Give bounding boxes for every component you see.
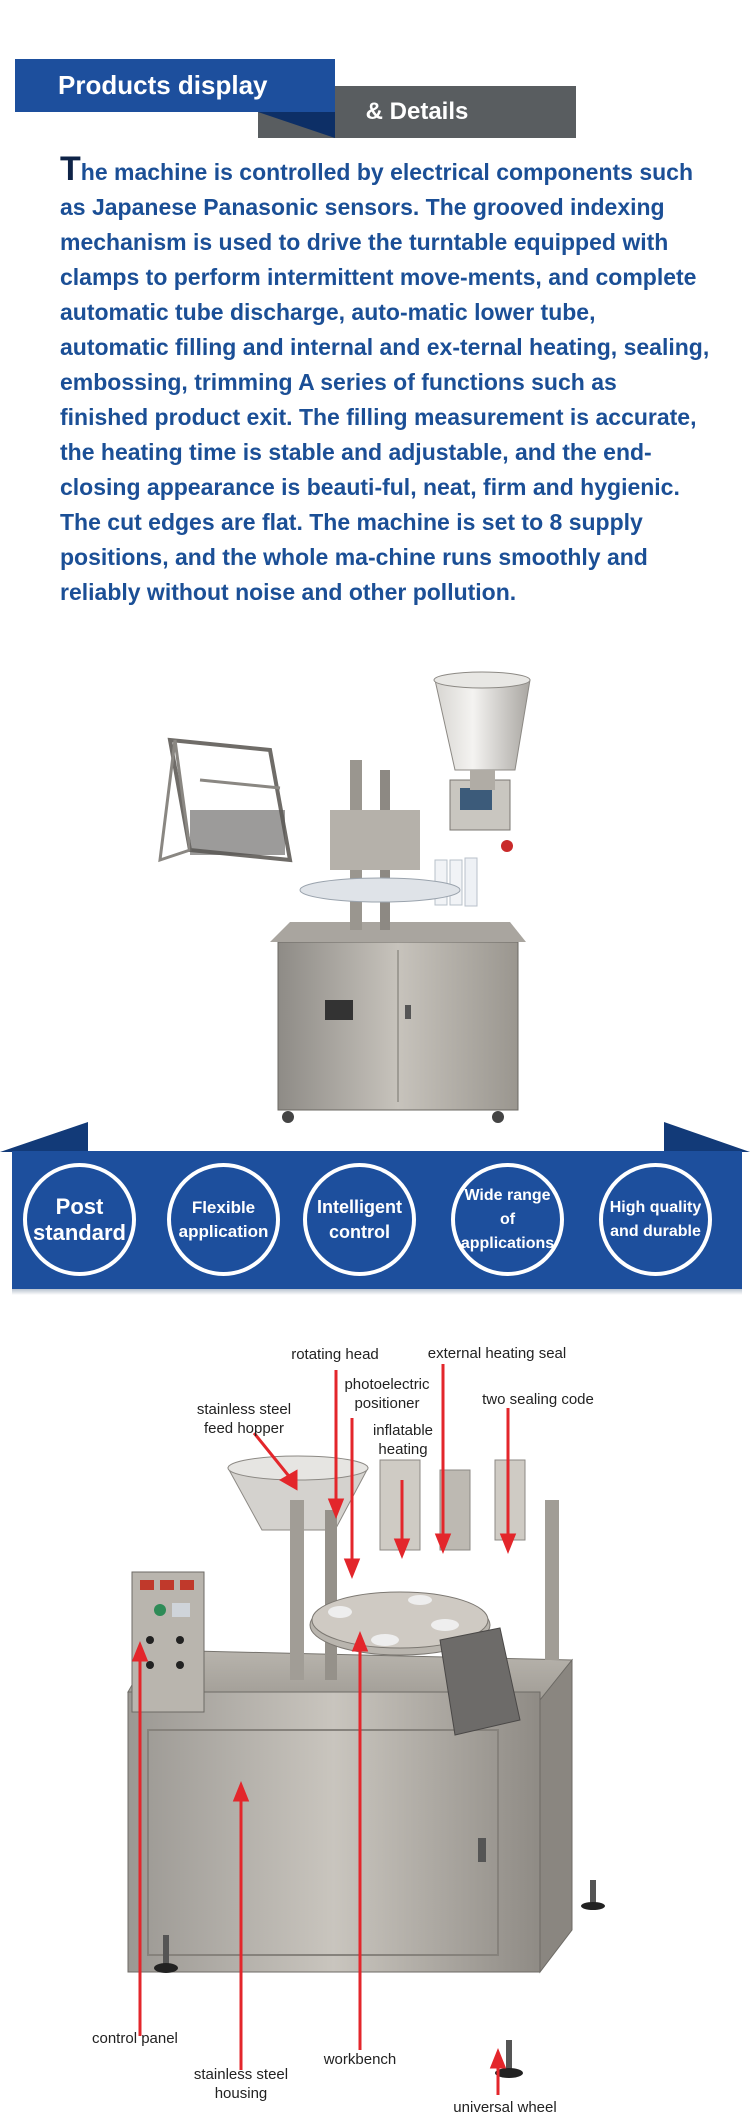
- details-banner-fold: [258, 112, 335, 138]
- label-line: stainless steel: [196, 1401, 292, 1418]
- feature-wide-range: Wide range of applications: [451, 1163, 564, 1276]
- label-line: heating: [378, 1441, 428, 1458]
- feature-label: Flexible: [191, 1197, 256, 1217]
- label-line: stainless steel: [193, 2066, 289, 2083]
- feature-label: standard: [33, 1219, 126, 1245]
- feature-label: and durable: [610, 1222, 701, 1240]
- label-control-panel: control panel: [92, 2030, 178, 2047]
- feature-label: of: [499, 1210, 516, 1228]
- label-line: housing: [214, 2085, 268, 2102]
- product-description: The machine is controlled by electrical …: [60, 152, 710, 610]
- feature-label: control: [329, 1221, 390, 1242]
- feature-label: Post: [55, 1193, 104, 1219]
- label-feed-hopper: stainless steel feed hopper: [183, 1400, 305, 1438]
- label-rotating-head: rotating head: [291, 1346, 379, 1363]
- feature-intelligent-control: Intelligent control: [303, 1163, 416, 1276]
- description-initial: T: [60, 150, 81, 188]
- machine-front-illustration: [158, 671, 531, 1123]
- details-banner-text: & Details: [365, 98, 469, 125]
- products-display-banner: Products display: [15, 59, 335, 112]
- label-external-heating-seal: external heating seal: [427, 1345, 567, 1362]
- label-inflatable-heating: inflatable heating: [358, 1421, 448, 1459]
- feature-high-quality: High quality and durable: [599, 1163, 712, 1276]
- label-line: photoelectric: [344, 1376, 430, 1393]
- feature-label: Wide range: [464, 1186, 551, 1204]
- feature-label: applications: [460, 1234, 555, 1252]
- label-stainless-steel-housing: stainless steel housing: [180, 2065, 302, 2103]
- label-universal-wheel: universal wheel: [453, 2099, 557, 2116]
- feature-label: High quality: [609, 1198, 702, 1216]
- products-display-title: Products display: [58, 70, 268, 100]
- feature-label: application: [178, 1221, 269, 1241]
- label-line: feed hopper: [203, 1420, 285, 1437]
- annotation-arrows: [131, 1364, 517, 2095]
- label-line: inflatable: [372, 1422, 434, 1439]
- feature-label: Intelligent: [317, 1196, 402, 1217]
- description-text: he machine is controlled by electrical c…: [60, 159, 710, 605]
- label-two-sealing-code: two sealing code: [482, 1391, 594, 1408]
- label-line: positioner: [354, 1395, 420, 1412]
- label-photoelectric-positioner: photoelectric positioner: [332, 1375, 442, 1413]
- label-workbench: workbench: [323, 2051, 397, 2068]
- feature-flexible-application: Flexible application: [167, 1163, 280, 1276]
- features-band-shadow: [12, 1289, 742, 1295]
